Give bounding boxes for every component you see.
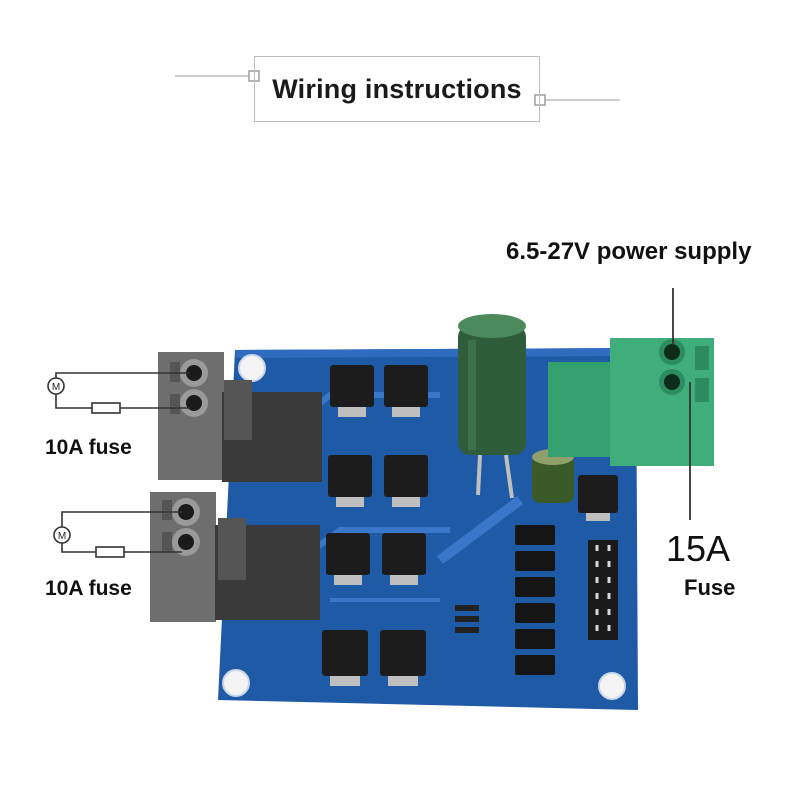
smd-resistors — [455, 605, 479, 633]
supply-fuse-rating: 15A — [666, 528, 731, 569]
title-box: Wiring instructions — [254, 56, 540, 122]
supply-fuse-label: Fuse — [684, 575, 736, 600]
motor-circuit-bottom — [61, 511, 182, 553]
power-terminal-block — [548, 338, 714, 466]
motor-circuit-top — [55, 372, 190, 409]
pin-header — [588, 540, 618, 640]
mosfet — [380, 630, 426, 686]
mosfet — [382, 533, 426, 585]
mosfet — [578, 475, 618, 521]
motor-terminal-top — [158, 352, 322, 482]
mosfet-array — [322, 365, 618, 686]
mosfet — [322, 630, 368, 686]
driver-ic-column — [515, 525, 555, 675]
svg-text:M: M — [52, 382, 60, 393]
mosfet — [328, 455, 372, 507]
fuse-resistor-icon — [95, 546, 125, 558]
fuse-resistor-icon — [91, 402, 121, 414]
mosfet — [384, 455, 428, 507]
svg-text:M: M — [58, 531, 66, 542]
motor-icon: M — [47, 377, 65, 395]
motor-icon: M — [53, 526, 71, 544]
capacitor-small — [532, 449, 574, 503]
power-supply-label: 6.5-27V power supply — [506, 238, 752, 265]
fuse-label-bottom: 10A fuse — [45, 577, 132, 600]
mosfet — [330, 365, 374, 417]
page-title: Wiring instructions — [272, 73, 522, 104]
motor-terminal-bottom — [150, 492, 320, 622]
mosfet — [326, 533, 370, 585]
fuse-label-top: 10A fuse — [45, 436, 132, 459]
mosfet — [384, 365, 428, 417]
power-leader-lines — [672, 288, 691, 520]
capacitor-large — [458, 314, 526, 499]
